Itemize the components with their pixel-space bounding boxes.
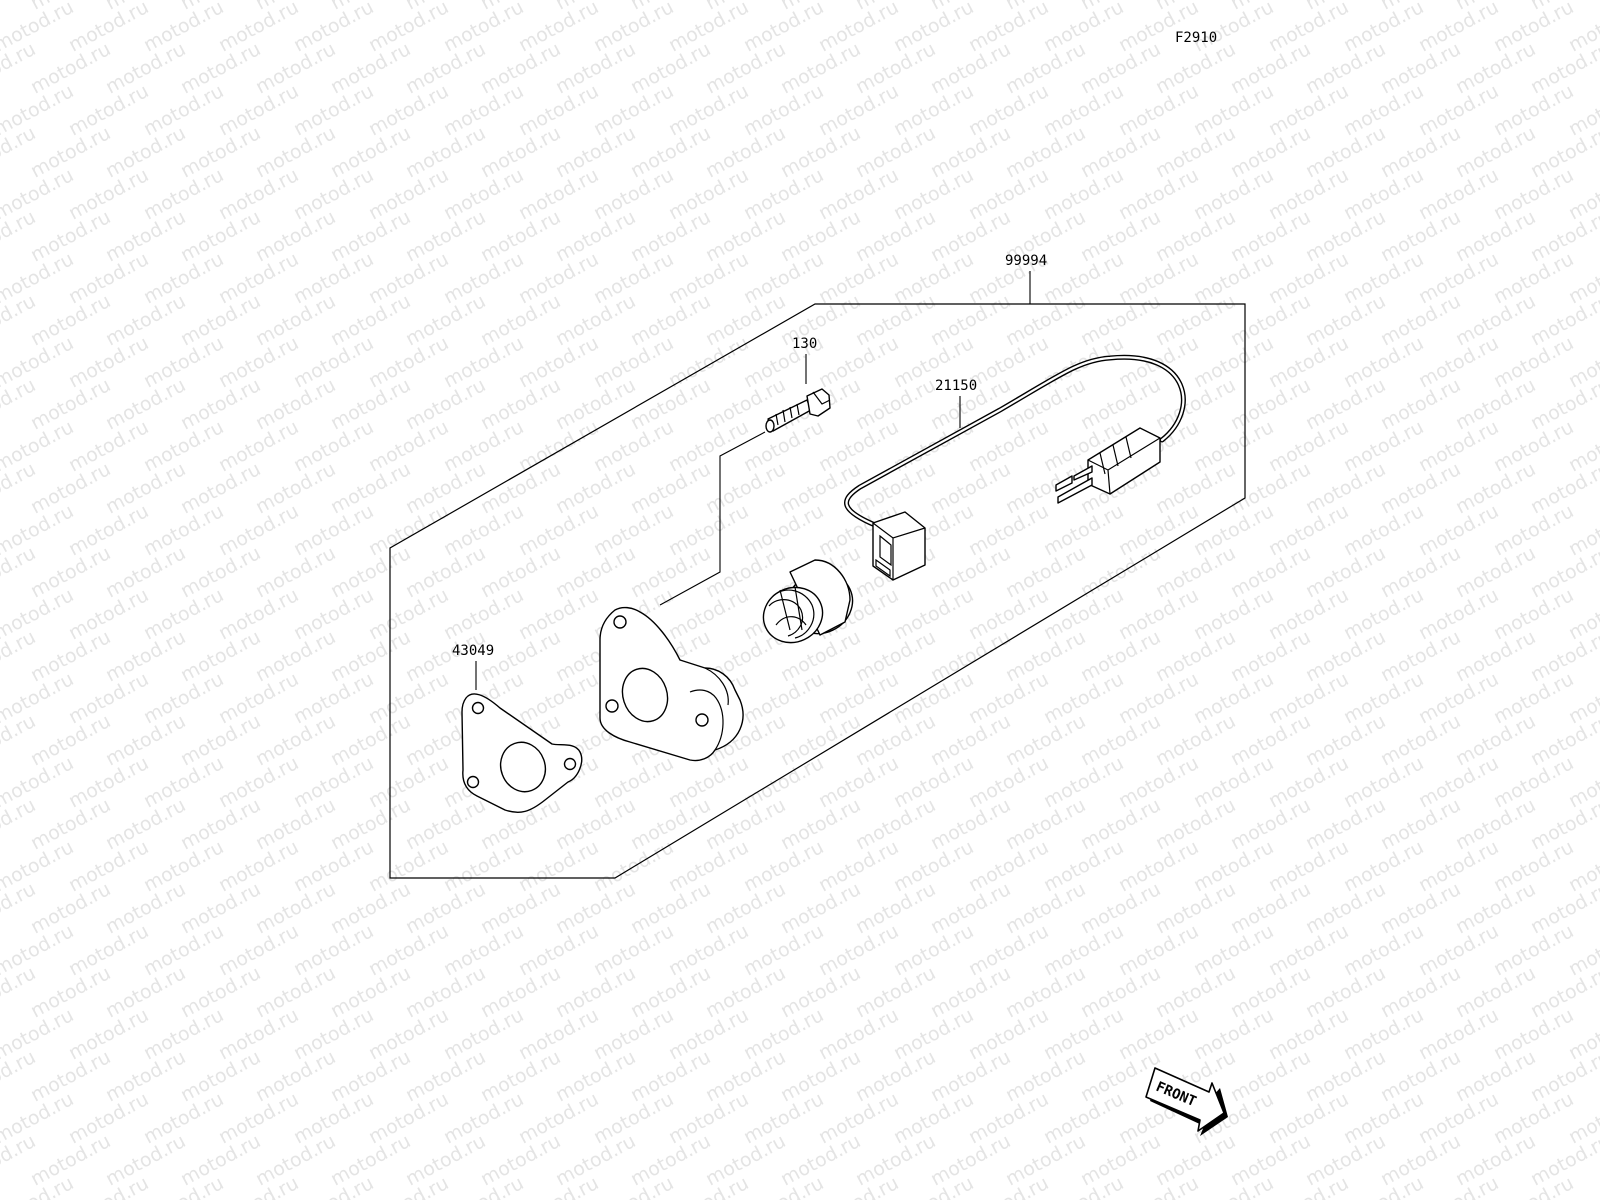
figure-code: F2910 [1175, 30, 1217, 46]
callout-21150: 21150 [935, 378, 977, 394]
thermostat-sensor-icon [762, 559, 854, 644]
gasket-icon [461, 693, 583, 813]
watermark-text: motod.ru [0, 1172, 2, 1200]
kit-enclosure-box [389, 303, 1246, 879]
callout-99994: 99994 [1005, 253, 1047, 269]
sensor-housing-icon [599, 606, 744, 762]
callout-130: 130 [792, 336, 817, 352]
wire-harness-icon [844, 354, 1186, 581]
front-direction-arrow: FRONT [1145, 1067, 1228, 1136]
callout-43049: 43049 [452, 643, 494, 659]
bolt-insertion-line [659, 431, 766, 606]
bolt-icon [765, 388, 831, 433]
